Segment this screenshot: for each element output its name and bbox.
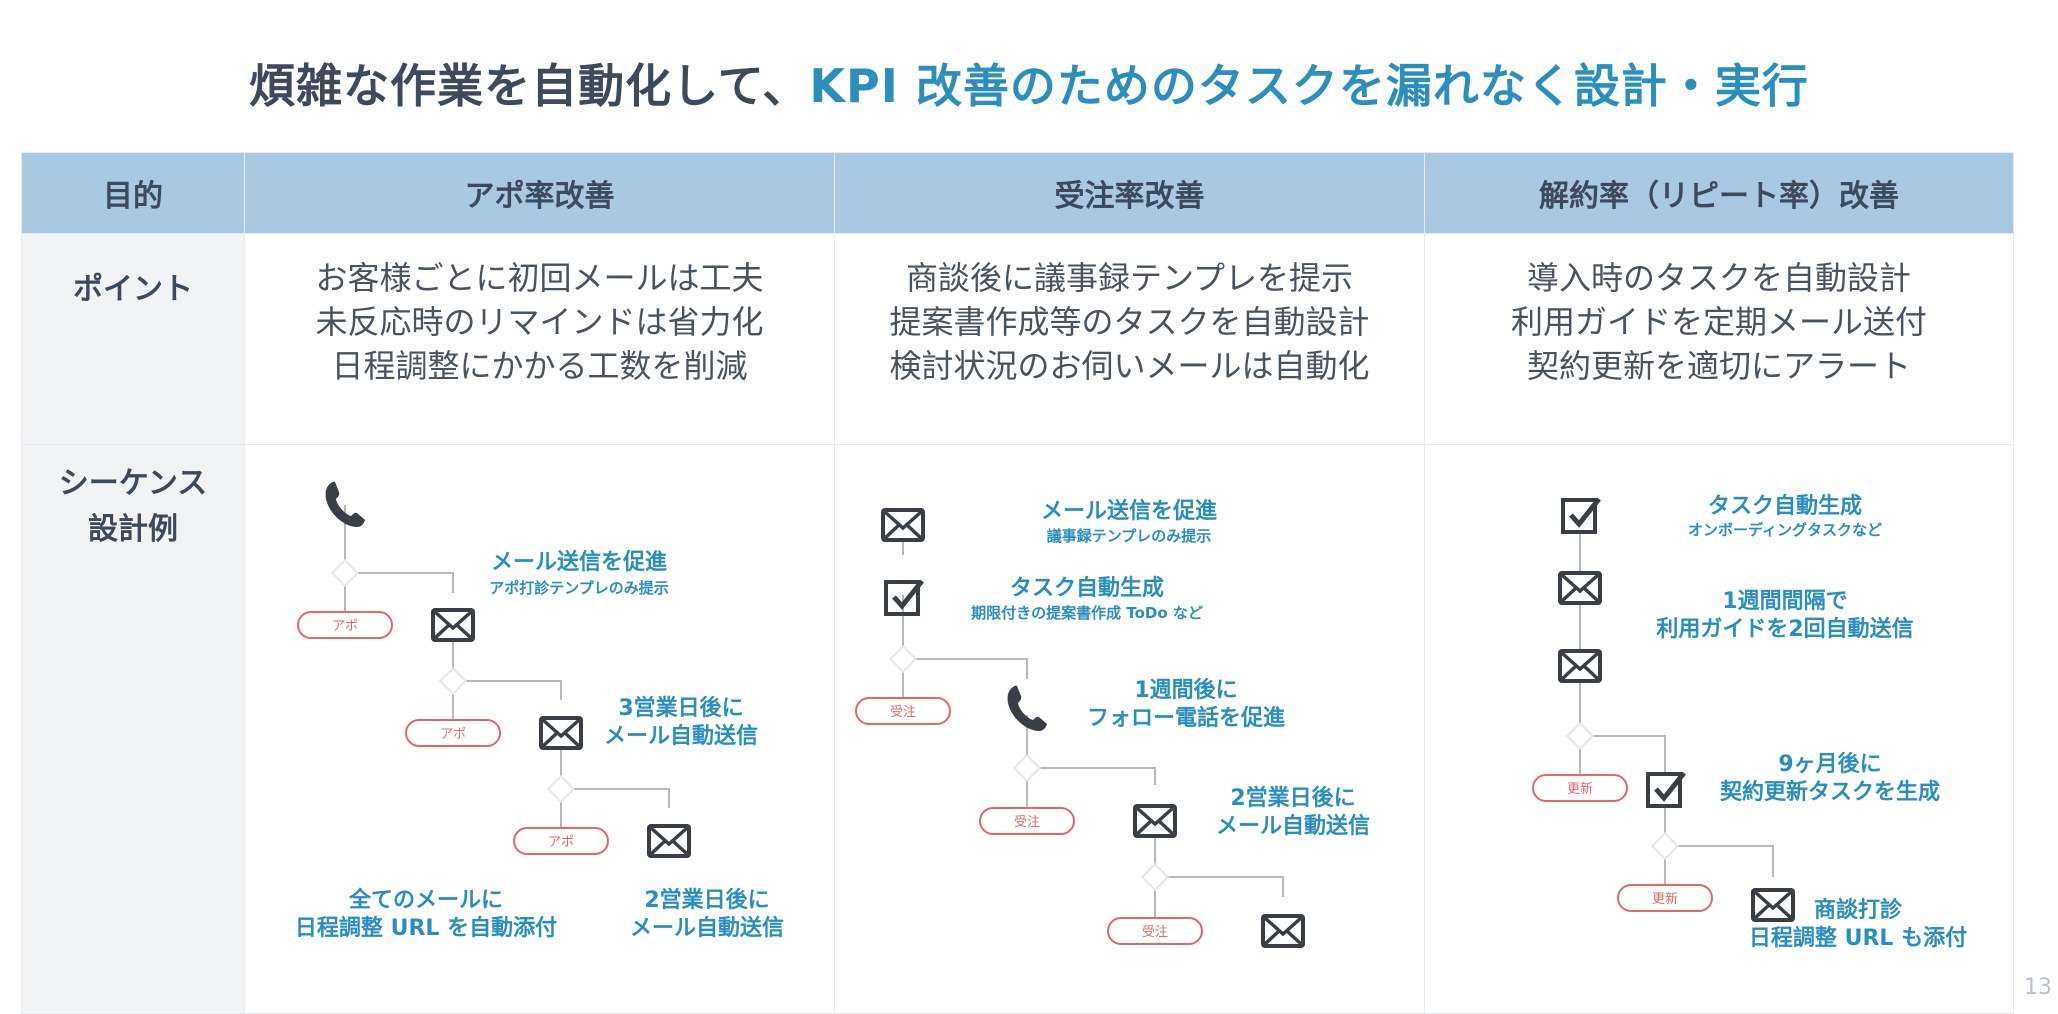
mail-icon [539, 716, 583, 750]
annotation-line: 契約更新タスクを生成 [1719, 779, 1940, 805]
annotation-title: タスク自動生成 [1010, 575, 1164, 601]
annotation-title: メール送信を促進 [1041, 498, 1217, 524]
sequence-diagram-3: 更新 更新 タスク自動生成 オンボーディングタスクなど 1週間間隔で 利用ガイド… [1532, 493, 1967, 951]
sequence-col2: 受注 受注 受注 メール送信を促進 議 [834, 444, 1425, 1014]
branch-node [889, 645, 917, 673]
annotation-line: メール自動送信 [604, 723, 758, 749]
branch-node [331, 559, 359, 587]
annotation-line: 日程調整 URL も添付 [1749, 925, 1967, 951]
annotation-line: 2営業日後に [644, 887, 769, 913]
svg-text:アポ: アポ [548, 835, 574, 850]
annotation-sub: 議事録テンプレのみ提示 [1047, 527, 1212, 545]
svg-text:受注: 受注 [890, 705, 916, 720]
sequence-col1: アポ アポ アポ メール送信を促進 ア [244, 444, 835, 1014]
svg-text:アポ: アポ [332, 619, 358, 634]
sequence-row: シーケンス 設計例 [21, 444, 2014, 1014]
point-label: ポイント [21, 233, 245, 445]
phone-icon [1007, 685, 1047, 731]
svg-text:受注: 受注 [1014, 815, 1040, 830]
badge-order: 受注 [979, 807, 1075, 835]
sequence-diagram-1: アポ アポ アポ メール送信を促進 ア [295, 481, 784, 941]
annotation-line: 全てのメールに [348, 887, 503, 913]
badge-apo: アポ [513, 827, 609, 855]
annotation-sub: オンボーディングタスクなど [1688, 521, 1882, 539]
title-prefix: 煩雑な作業を自動化して、 [249, 59, 810, 113]
mail-icon [1261, 914, 1305, 948]
check-icon [1563, 499, 1599, 532]
mail-icon [1558, 571, 1602, 605]
title-accent: KPI 改善のためのタスクを漏れなく設計・実行 [809, 59, 1809, 113]
mail-icon [1558, 649, 1602, 683]
mail-icon [1133, 804, 1177, 838]
mail-icon [647, 824, 691, 858]
point-line: 日程調整にかかる工数を削減 [331, 347, 748, 385]
point-line: 契約更新を適切にアラート [1526, 347, 1911, 385]
svg-text:更新: 更新 [1567, 781, 1593, 797]
point-line: 未反応時のリマインドは省力化 [315, 303, 764, 341]
branch-node [1651, 832, 1679, 860]
sequence-col3: 更新 更新 タスク自動生成 オンボーディングタスクなど 1週間間隔で 利用ガイド… [1424, 444, 2014, 1014]
annotation-sub: アポ打診テンプレのみ提示 [489, 579, 669, 597]
annotation-line: フォロー電話を促進 [1087, 705, 1285, 731]
point-line: 導入時のタスクを自動設計 [1526, 259, 1911, 297]
annotation-line: 1週間間隔で [1722, 589, 1847, 614]
annotation-title: メール送信を促進 [491, 549, 667, 575]
branch-node [1013, 754, 1041, 782]
header-appointment: アポ率改善 [244, 152, 835, 234]
annotation-line: 日程調整 URL を自動添付 [295, 915, 557, 941]
mail-icon [1751, 888, 1795, 922]
svg-text:受注: 受注 [1142, 925, 1168, 940]
page-number: 13 [2024, 975, 2052, 1000]
annotation-line: 2営業日後に [1230, 785, 1355, 811]
point-line: 検討状況のお伺いメールは自動化 [889, 347, 1370, 385]
point-row: ポイント お客様ごとに初回メールは工夫 未反応時のリマインドは省力化 日程調整に… [21, 233, 2014, 445]
point-line: お客様ごとに初回メールは工夫 [315, 259, 764, 297]
annotation-line: 1週間後に [1134, 677, 1237, 703]
point-line: 商談後に議事録テンプレを提示 [905, 259, 1354, 297]
mail-icon [881, 508, 925, 542]
annotation-line: 商談打診 [1814, 897, 1903, 923]
annotation-sub: 期限付きの提案書作成 ToDo など [971, 604, 1203, 622]
badge-apo: アポ [405, 719, 501, 747]
header-row: 目的 アポ率改善 受注率改善 解約率（リピート率）改善 [21, 152, 2014, 234]
badge-apo: アポ [297, 611, 393, 639]
badge-renewal: 更新 [1532, 774, 1628, 802]
badge-order: 受注 [1107, 917, 1203, 945]
point-col1: お客様ごとに初回メールは工夫 未反応時のリマインドは省力化 日程調整にかかる工数… [244, 233, 835, 445]
badge-renewal: 更新 [1617, 884, 1713, 912]
point-line: 提案書作成等のタスクを自動設計 [889, 303, 1370, 341]
svg-text:アポ: アポ [440, 727, 466, 742]
check-icon [1648, 773, 1684, 806]
mail-icon [431, 608, 475, 642]
header-purpose: 目的 [21, 152, 245, 234]
annotation-line: メール自動送信 [1216, 813, 1370, 839]
page-title: 煩雑な作業を自動化して、KPI 改善のためのタスクを漏れなく設計・実行 [0, 50, 2058, 116]
point-line: 利用ガイドを定期メール送付 [1510, 303, 1927, 341]
phone-icon [325, 481, 365, 527]
kpi-table: 目的 アポ率改善 受注率改善 解約率（リピート率）改善 ポイント お客様ごとに初… [21, 152, 2014, 1014]
badge-order: 受注 [855, 697, 951, 725]
sequence-label: シーケンス 設計例 [21, 444, 245, 1014]
sequence-diagram-2: 受注 受注 受注 メール送信を促進 議 [855, 498, 1370, 948]
header-order: 受注率改善 [834, 152, 1425, 234]
branch-node [547, 775, 575, 803]
annotation-line: メール自動送信 [630, 915, 784, 941]
annotation-line: 利用ガイドを2回自動送信 [1656, 616, 1913, 642]
branch-node [439, 667, 467, 695]
annotation-title: タスク自動生成 [1708, 493, 1862, 519]
branch-node [1566, 722, 1594, 750]
annotation-line: 9ヶ月後に [1778, 751, 1881, 777]
branch-node [1141, 863, 1169, 891]
point-col2: 商談後に議事録テンプレを提示 提案書作成等のタスクを自動設計 検討状況のお伺いメ… [834, 233, 1425, 445]
annotation-line: 3営業日後に [618, 695, 743, 721]
sequence-label-line: 設計例 [88, 512, 178, 547]
sequence-label-line: シーケンス [58, 466, 208, 501]
point-col3: 導入時のタスクを自動設計 利用ガイドを定期メール送付 契約更新を適切にアラート [1424, 233, 2014, 445]
svg-text:更新: 更新 [1652, 891, 1678, 907]
header-churn: 解約率（リピート率）改善 [1424, 152, 2014, 234]
